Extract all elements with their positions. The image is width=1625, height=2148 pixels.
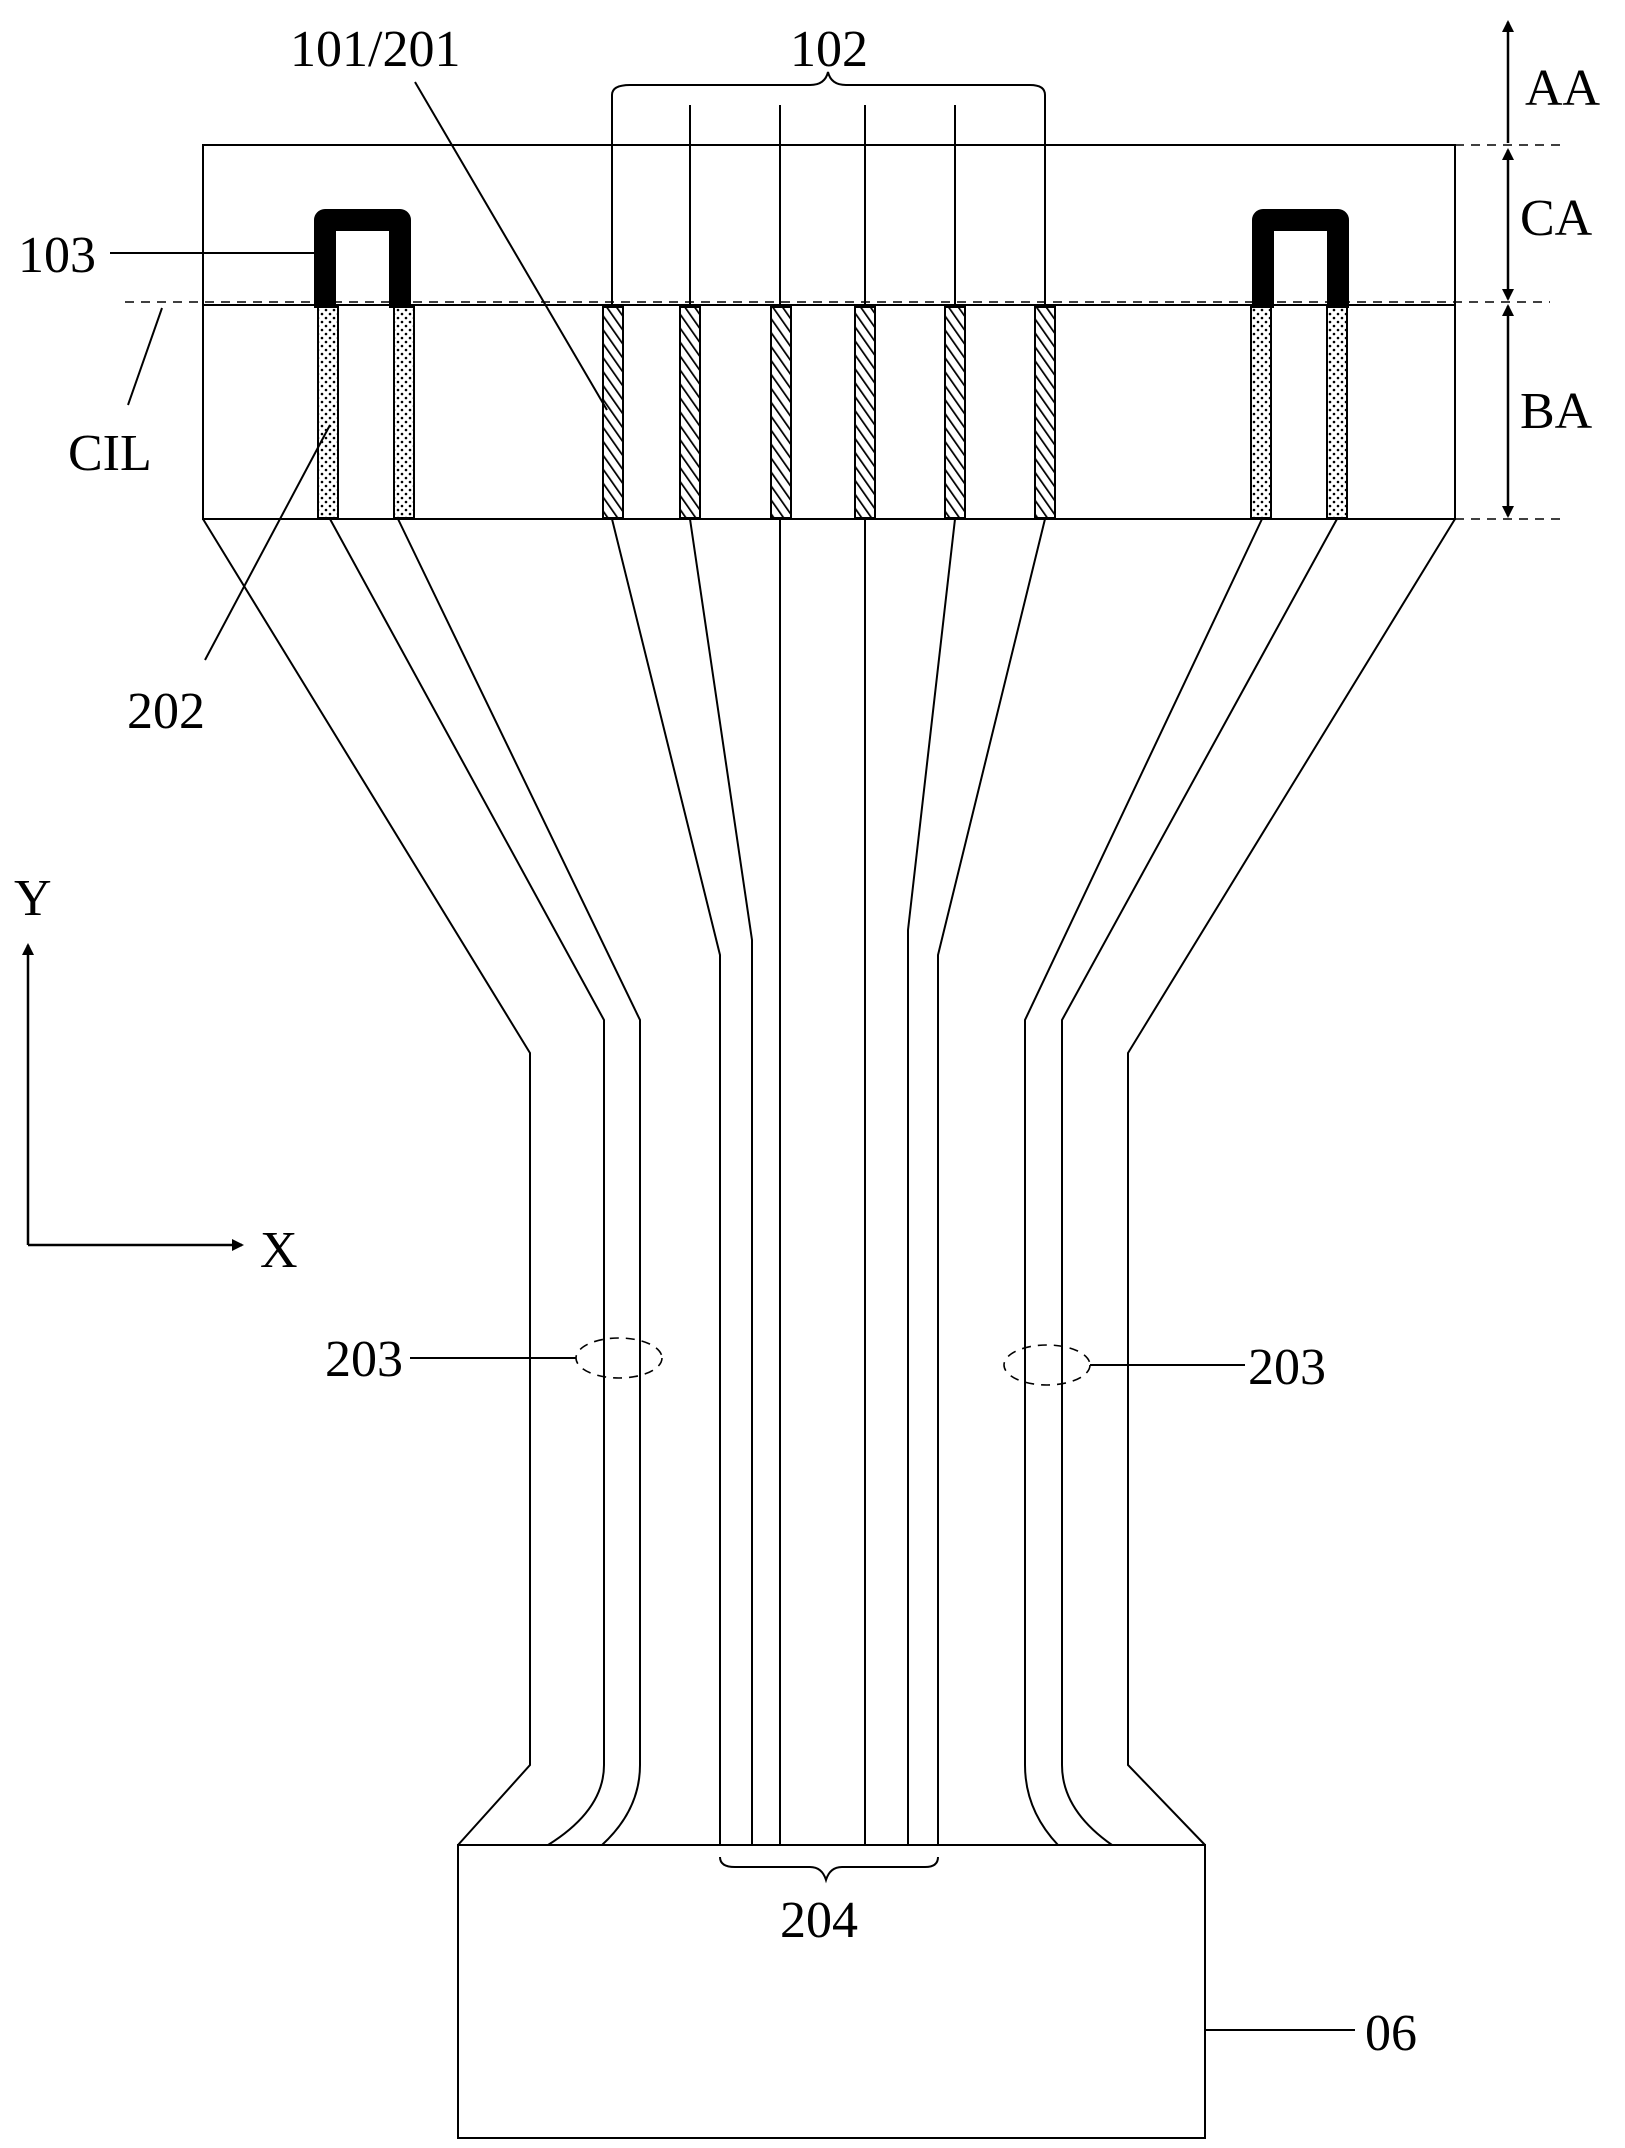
- hatched-pad: [854, 306, 876, 519]
- label-202: 202: [127, 683, 205, 740]
- driver-chip-06: [457, 1844, 1206, 2139]
- label-06: 06: [1365, 2005, 1417, 2062]
- label-aa: AA: [1525, 60, 1601, 117]
- label-204: 204: [780, 1892, 858, 1949]
- fanout-trace: [1024, 518, 1263, 1846]
- bend-region-203-left: [575, 1337, 663, 1379]
- dotted-pad: [1250, 306, 1272, 519]
- fanout-trace: [907, 518, 956, 1845]
- leader-101-201: [414, 81, 608, 411]
- label-cil: CIL: [68, 425, 152, 482]
- hatched-pad: [770, 306, 792, 519]
- label-102: 102: [790, 21, 868, 78]
- fanout-trace: [1061, 518, 1338, 1846]
- dotted-pad: [317, 306, 339, 519]
- display-panel: [202, 144, 1456, 520]
- hatched-pad: [602, 306, 624, 519]
- label-axis-y: Y: [14, 870, 52, 927]
- label-101-201: 101/201: [290, 21, 460, 78]
- hatched-pad: [679, 306, 701, 519]
- label-203-right: 203: [1248, 1339, 1326, 1396]
- leader-202: [204, 424, 331, 661]
- label-ca: CA: [1520, 190, 1593, 247]
- brace-102: [611, 71, 1046, 105]
- fanout-trace: [937, 518, 1046, 1845]
- label-axis-x: X: [260, 1222, 298, 1279]
- fanout-trace: [689, 518, 753, 1845]
- label-ba: BA: [1520, 383, 1593, 440]
- dotted-pad: [1326, 306, 1348, 519]
- fanout-trace: [611, 518, 721, 1845]
- brace-204: [719, 1856, 939, 1884]
- test-line-103-left: [314, 209, 411, 308]
- label-203-left: 203: [325, 1331, 403, 1388]
- fanout-trace: [397, 518, 641, 1846]
- bend-region-203-right: [1003, 1344, 1091, 1386]
- fanout-outline-left: [202, 518, 531, 1846]
- fanout-outline-right: [1127, 518, 1456, 1846]
- label-103: 103: [18, 227, 96, 284]
- fanout-trace: [329, 518, 605, 1846]
- hatched-pad: [1034, 306, 1056, 519]
- dotted-pad: [393, 306, 415, 519]
- leader-cil: [127, 307, 163, 406]
- test-line-103-right: [1252, 209, 1349, 308]
- hatched-pad: [944, 306, 966, 519]
